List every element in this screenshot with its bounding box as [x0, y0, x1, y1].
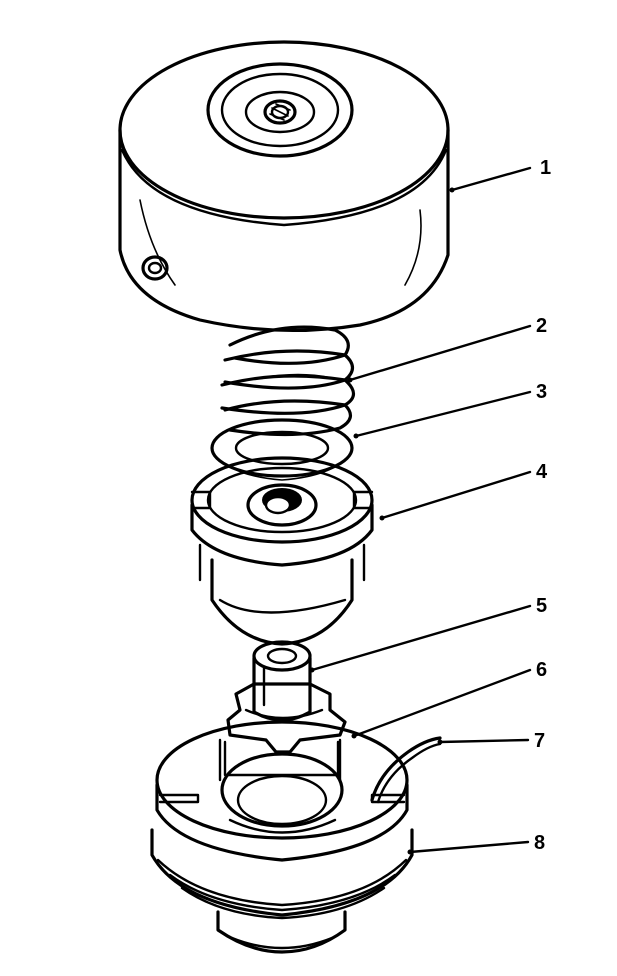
leader-2 — [348, 324, 532, 382]
leader-6 — [352, 668, 532, 738]
part-1-housing-cap — [118, 40, 450, 333]
leader-1 — [450, 166, 532, 192]
leader-3 — [354, 390, 532, 438]
leader-7 — [438, 738, 530, 744]
part-3-washer — [210, 418, 354, 481]
leader-5 — [310, 604, 532, 672]
part-4-spool-hub — [190, 456, 374, 646]
part-5-shaft — [252, 640, 312, 722]
part-6-retainer — [226, 682, 347, 754]
callout-label-6: 6 — [536, 659, 547, 681]
callout-label-1: 1 — [540, 157, 551, 179]
callout-label-2: 2 — [536, 315, 547, 337]
callout-label-4: 4 — [536, 461, 548, 483]
part-2-spring — [220, 325, 356, 437]
callout-label-8: 8 — [534, 832, 545, 854]
leader-8 — [408, 840, 530, 854]
callout-leaders — [309, 166, 532, 855]
callout-label-5: 5 — [536, 595, 547, 617]
part-7-trimmer-line — [370, 736, 442, 804]
part-8-spool — [150, 720, 414, 954]
leader-4 — [380, 470, 532, 520]
callout-numbers: 1 2 3 4 5 6 7 8 — [534, 157, 551, 854]
callout-label-7: 7 — [534, 730, 545, 752]
callout-label-3: 3 — [536, 381, 547, 403]
